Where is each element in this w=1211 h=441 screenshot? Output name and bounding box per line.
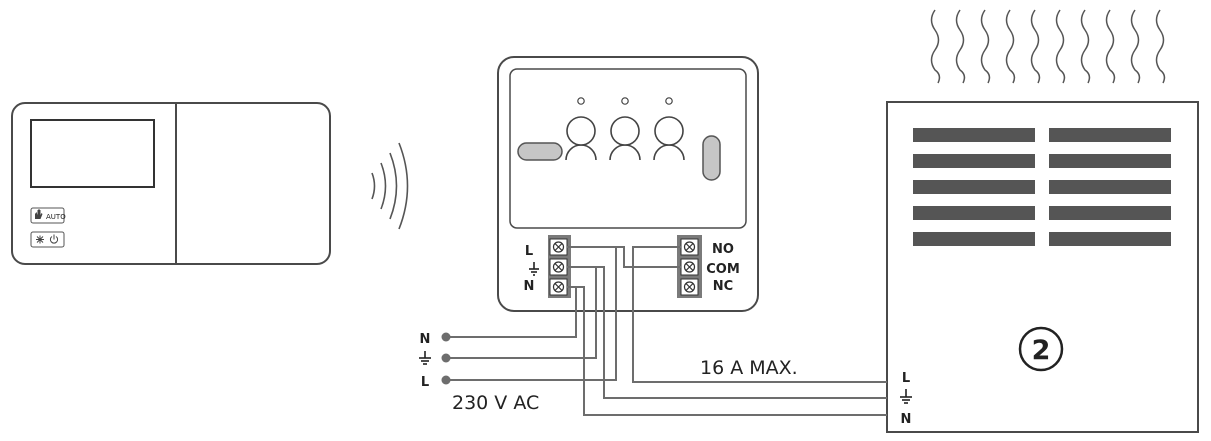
supply-label-n: N xyxy=(420,332,431,347)
terminal-nc-label: NC xyxy=(713,279,733,294)
relay-face xyxy=(509,68,747,229)
wiring xyxy=(441,246,887,416)
heater-grille xyxy=(913,128,1171,246)
supply-terminal-ground xyxy=(441,353,451,363)
relay-module: L N xyxy=(497,56,759,312)
input-screws xyxy=(549,238,568,296)
heater: 2 L N xyxy=(886,101,1199,433)
thermostat-display xyxy=(30,119,155,188)
thermostat-power-button[interactable] xyxy=(30,231,65,248)
power-icon xyxy=(49,234,59,244)
ground-icon xyxy=(529,262,539,276)
terminal-l-label: L xyxy=(525,244,533,259)
terminal-n-label: N xyxy=(524,279,535,294)
wireless-signal-icon xyxy=(371,142,409,230)
heater-terminal-l: L xyxy=(902,371,910,386)
heater-terminal-n: N xyxy=(901,412,912,427)
heat-waves-icon xyxy=(930,9,1166,84)
max-current-label: 16 A MAX. xyxy=(700,357,798,379)
supply-terminal-l xyxy=(441,375,451,385)
terminal-com-label: COM xyxy=(706,262,740,277)
heater-badge xyxy=(1018,326,1064,372)
wire-no-to-heater xyxy=(632,246,887,383)
output-terminal-labels xyxy=(702,235,746,298)
led-indicator xyxy=(577,97,585,105)
relay-button-1[interactable] xyxy=(566,116,596,146)
supply-label-l: L xyxy=(421,375,429,390)
snowflake-icon xyxy=(36,235,44,244)
input-terminal-labels xyxy=(510,235,548,298)
wire-live-to-com xyxy=(567,246,681,268)
wire-ground-to-heater xyxy=(567,266,887,399)
relay-slot-horizontal xyxy=(517,142,563,161)
thermostat: AUTO xyxy=(11,102,331,265)
led-indicator xyxy=(665,97,673,105)
led-indicator xyxy=(621,97,629,105)
output-screws xyxy=(680,238,699,296)
relay-button-2[interactable] xyxy=(610,116,640,146)
ground-icon xyxy=(900,389,912,404)
heater-body xyxy=(886,101,1199,433)
auto-label: AUTO xyxy=(46,213,66,221)
hand-icon xyxy=(35,209,43,219)
wire-neutral-to-heater xyxy=(567,286,887,416)
terminal-no-label: NO xyxy=(712,242,734,257)
relay-button-3[interactable] xyxy=(654,116,684,146)
ground-icon xyxy=(419,351,431,365)
supply-terminal-n xyxy=(441,332,451,342)
relay-slot-vertical xyxy=(702,135,721,181)
heater-badge-number: 2 xyxy=(1032,335,1051,366)
supply-voltage-label: 230 V AC xyxy=(452,392,539,414)
